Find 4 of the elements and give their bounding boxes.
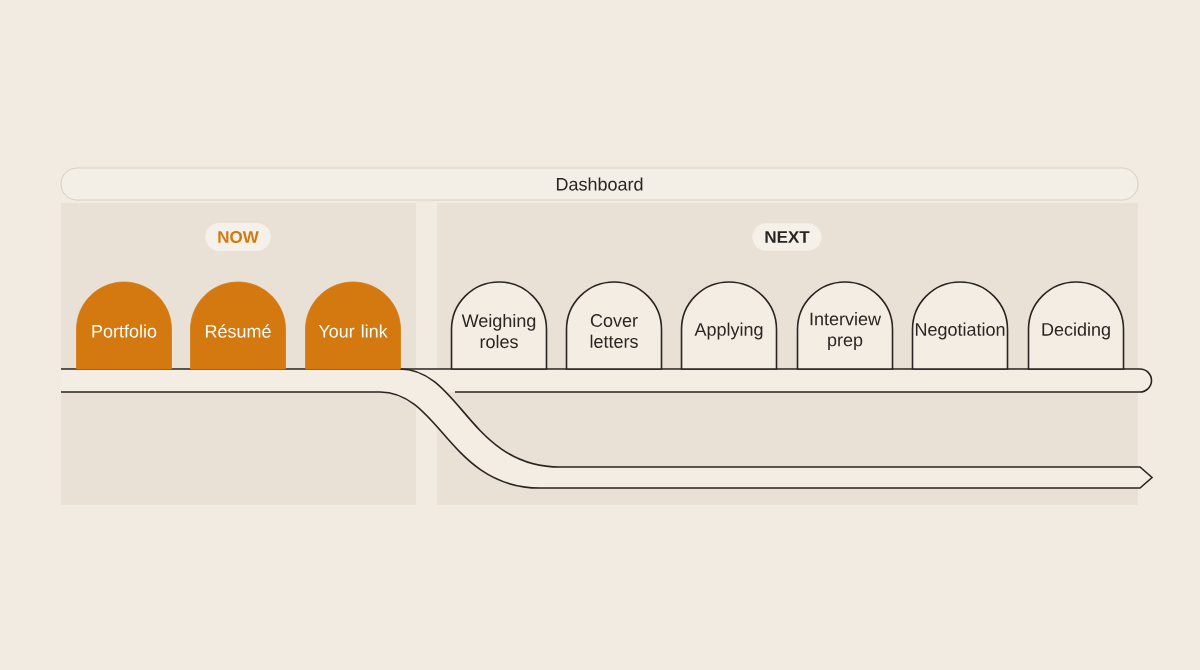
dashboard-bar: Dashboard (60, 167, 1139, 201)
stage-arch: Portfolio (76, 281, 172, 370)
stage-arch: Your link (305, 281, 401, 370)
stage-arch: Résumé (190, 281, 286, 370)
